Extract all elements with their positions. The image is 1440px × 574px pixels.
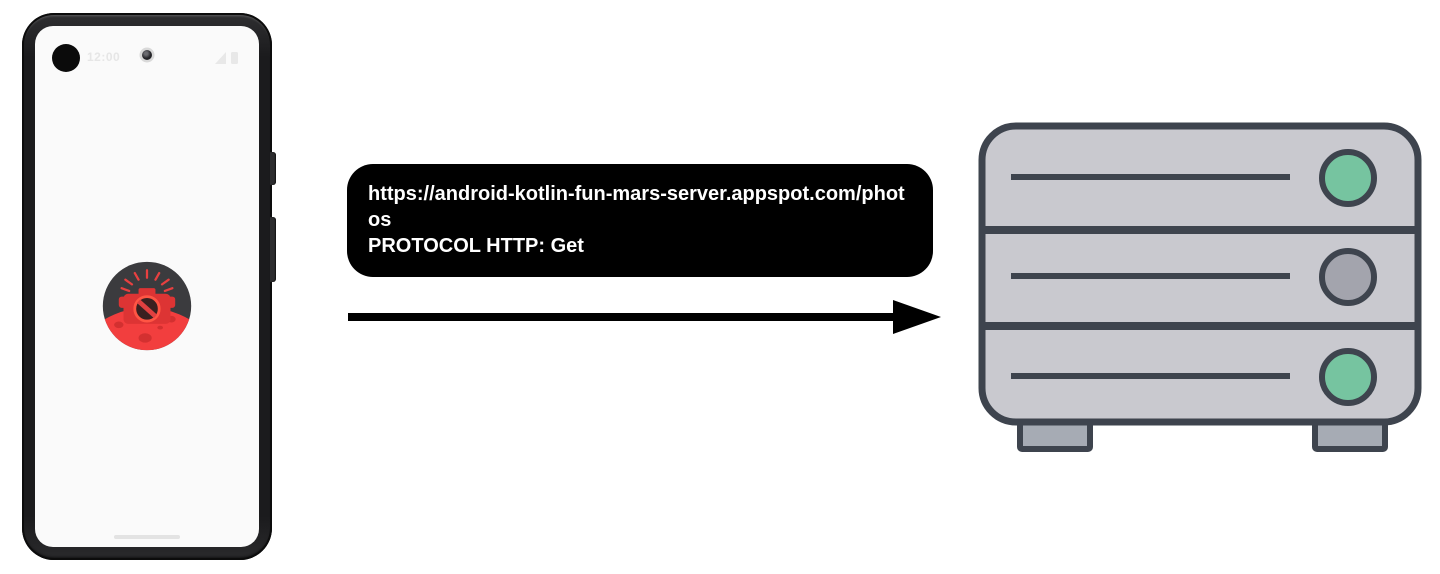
request-protocol-text: PROTOCOL HTTP: Get	[368, 235, 584, 257]
http-request-callout: https://android-kotlin-fun-mars-server.a…	[347, 164, 933, 277]
camera-flash-rays	[120, 269, 174, 293]
status-dot-icon	[52, 44, 80, 72]
camera-lens-slash	[136, 299, 158, 319]
rack-2-indicator-light	[1319, 248, 1377, 306]
mars-craters	[114, 314, 176, 343]
phone-volume-button	[270, 217, 276, 282]
battery-icon	[231, 52, 238, 64]
phone-device: 12:00	[22, 13, 276, 560]
arrow-head-icon	[893, 300, 941, 334]
request-arrow	[348, 300, 941, 334]
front-camera-icon	[142, 50, 152, 60]
rack-3-indicator-light	[1319, 348, 1377, 406]
server-illustration	[978, 122, 1422, 452]
home-indicator	[114, 535, 180, 539]
request-url-text: https://android-kotlin-fun-mars-server.a…	[368, 183, 905, 231]
phone-screen: 12:00	[35, 26, 259, 547]
phone-power-button	[270, 152, 276, 185]
signal-icon	[215, 52, 226, 64]
mars-photos-camera-icon	[102, 261, 192, 351]
status-bar-icons	[215, 52, 238, 64]
rack-1-indicator-light	[1319, 149, 1377, 207]
status-bar-time: 12:00	[87, 50, 121, 64]
